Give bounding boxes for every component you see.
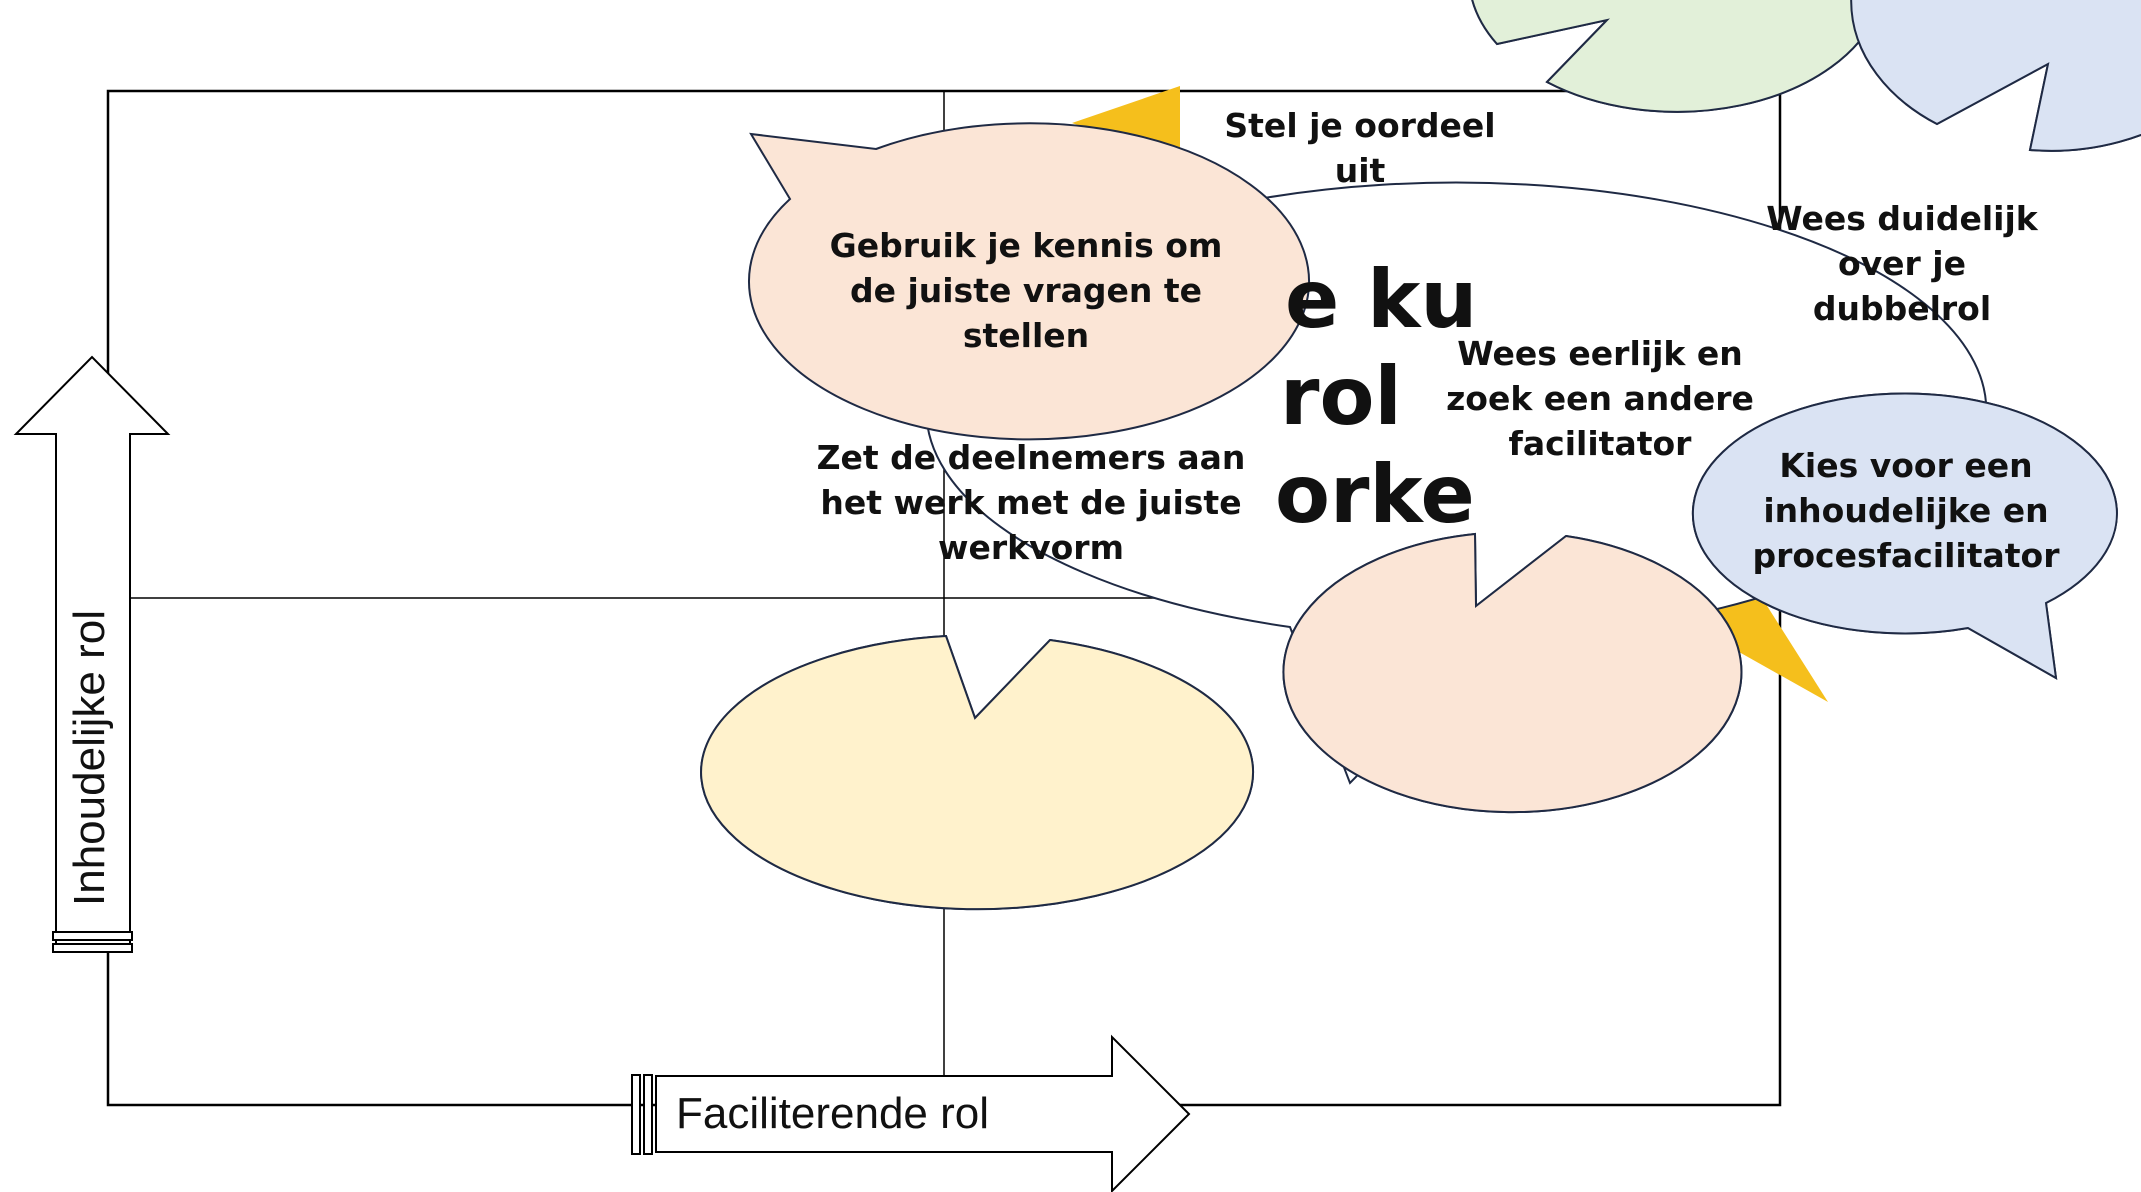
vertical-axis-arrow xyxy=(13,355,171,953)
tip-text-wees-duidelijk: Wees duidelijk over je dubbelrol xyxy=(1766,198,2038,328)
tip-bubble-gebruik-je-kennis xyxy=(747,122,1310,441)
tip-text-gebruik-je-kennis: Gebruik je kennis om de juiste vragen te… xyxy=(829,225,1223,355)
tip-bubble-kies-overlay xyxy=(1691,392,2118,680)
horizontal-axis-arrow xyxy=(631,1034,1191,1192)
hidden-callout-fragment-1: e ku xyxy=(1285,253,1478,346)
vertical-axis-label: Inhoudelijke rol xyxy=(65,610,114,906)
tip-text-wees-eerlijk: Wees eerlijk en zoek een andere facilita… xyxy=(1446,333,1754,463)
tip-bubble-zet-de-deelnemers-overlay xyxy=(700,634,1255,911)
tip-bubble-stel-overlay xyxy=(1471,0,1883,113)
horizontal-axis-label: Faciliterende rol xyxy=(676,1089,990,1138)
tip-text-zet-de-deelnemers: Zet de deelnemers aan het werk met de ju… xyxy=(816,437,1246,567)
tip-bubble-wees-eerlijk-overlay xyxy=(1282,532,1743,814)
tip-bubble-wees-duidelijk-overlay xyxy=(1850,0,2141,152)
tip-text-kies-voor-een: Kies voor een inhoudelijke en procesfaci… xyxy=(1752,445,2060,575)
tip-text-stel-je-oordeel-uit: Stel je oordeel uit xyxy=(1224,106,1496,190)
hidden-callout-fragment-2: rol xyxy=(1280,350,1402,443)
hidden-callout-fragment-3: orke xyxy=(1275,448,1475,541)
